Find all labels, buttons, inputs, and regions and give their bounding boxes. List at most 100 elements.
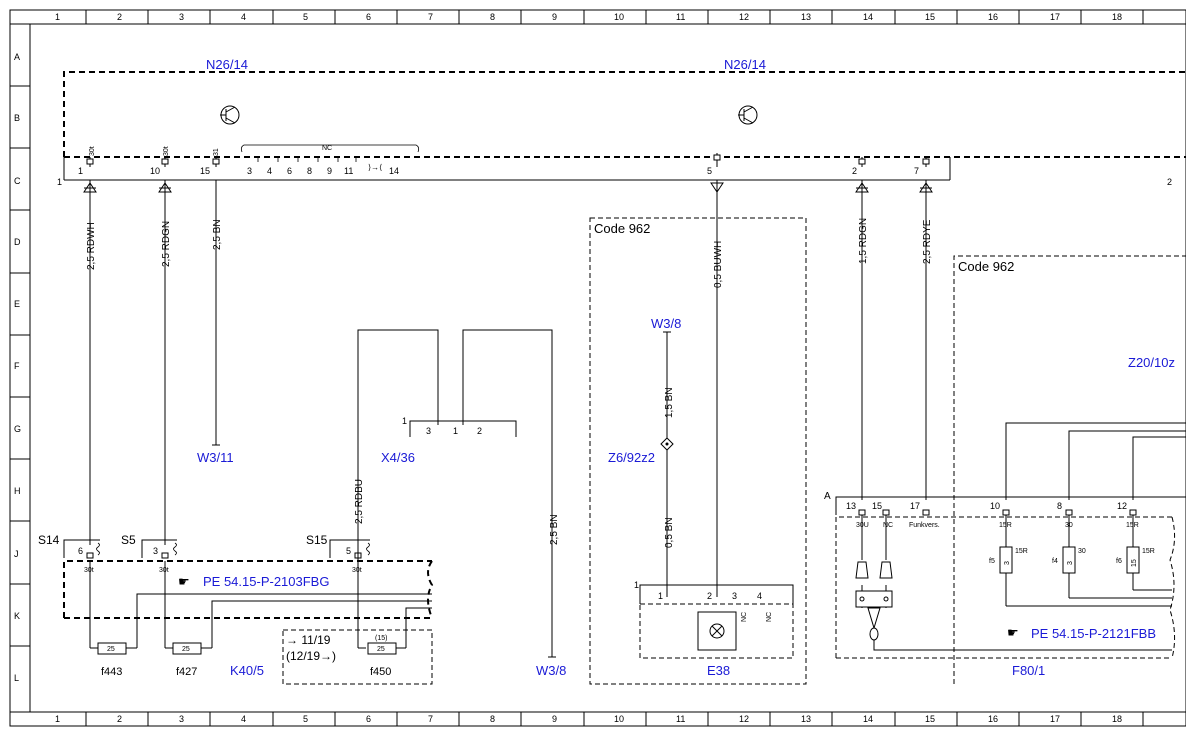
fuse-name: f4: [1052, 558, 1058, 565]
col-label: 12: [739, 12, 749, 22]
col-label: 17: [1050, 714, 1060, 724]
row-label: J: [14, 549, 19, 559]
pin-label: 13: [846, 501, 856, 511]
col-label: 4: [241, 714, 246, 724]
z20-label: Z20/10z: [1128, 355, 1175, 370]
col-label: 15: [925, 12, 935, 22]
fuse-code: 15: [1131, 559, 1138, 567]
s15-label: S15: [306, 533, 328, 547]
col-label: 13: [801, 12, 811, 22]
pin-label: 1: [634, 580, 639, 590]
code962-left-box: [589, 217, 807, 685]
x4-36-label: X4/36: [381, 450, 415, 465]
fuse-rating: 25: [107, 646, 115, 653]
col-label: 13: [801, 714, 811, 724]
pin-label: 6: [287, 166, 292, 176]
pin-label: 15: [872, 501, 882, 511]
row-label: C: [14, 176, 21, 186]
f443-label: f443: [101, 666, 122, 678]
fuse-icon: [999, 546, 1140, 574]
pin-label: 11: [344, 166, 353, 176]
pin-label: 1: [453, 426, 458, 436]
row-label: K: [14, 611, 20, 621]
nc-label: NC: [766, 612, 773, 622]
f80-box: [835, 516, 1172, 658]
col-label: 14: [863, 714, 873, 724]
pin-label: 17: [910, 501, 920, 511]
nc-bracket-label: NC: [322, 145, 332, 152]
s14-label: S14: [38, 533, 60, 547]
f80-label: F80/1: [1012, 663, 1045, 678]
pin-label: 3: [732, 591, 737, 601]
cross-ref-box: [282, 629, 433, 685]
pin-label: 15: [200, 166, 210, 176]
col-label: 5: [303, 12, 308, 22]
pin-label: 2: [852, 166, 857, 176]
pin-sub-label: NC: [883, 522, 893, 529]
col-label: 4: [241, 12, 246, 22]
col-label: 7: [428, 12, 433, 22]
wire-label: 2,5 RDYE: [922, 219, 933, 264]
pin-label: 1: [57, 177, 62, 187]
pin-sub-label: 30t: [159, 567, 169, 574]
pin-label: 3: [247, 166, 252, 176]
col-label: 10: [614, 714, 624, 724]
pin-sub-label: 15R: [999, 522, 1012, 529]
col-label: 9: [552, 714, 557, 724]
code962-right-box: [953, 255, 1186, 684]
svg-text:⟩→⟨: ⟩→⟨: [368, 163, 382, 172]
pin-label: 5: [346, 546, 351, 556]
row-label: B: [14, 113, 20, 123]
w3-8-top-label: W3/8: [651, 316, 681, 331]
fuse-name: f5: [989, 558, 995, 565]
pin-label: 2: [477, 426, 482, 436]
cross-ref-b: (12/19→): [286, 649, 336, 663]
pin-label: 2: [1167, 177, 1172, 187]
f427-label: f427: [176, 666, 197, 678]
pin-label: 4: [267, 166, 272, 176]
fuse-code: 3: [1067, 561, 1074, 565]
row-label: A: [14, 52, 20, 62]
col-label: 2: [117, 12, 122, 22]
col-label: 5: [303, 714, 308, 724]
fuse-value: 30: [1078, 548, 1086, 555]
z6-label: Z6/92z2: [608, 450, 655, 465]
pin-sub-label: 30t: [352, 567, 362, 574]
col-label: 18: [1112, 714, 1122, 724]
col-label: 1: [55, 12, 60, 22]
pin-label: 2: [707, 591, 712, 601]
code962-right-label: Code 962: [958, 259, 1014, 274]
row-label: E: [14, 299, 20, 309]
col-label: 17: [1050, 12, 1060, 22]
n26-left-label: N26/14: [206, 57, 248, 72]
nc-label: NC: [741, 612, 748, 622]
wire-label: 2,5 BN: [212, 219, 223, 250]
col-label: 8: [490, 714, 495, 724]
k40-box: [63, 560, 432, 618]
col-label: 3: [179, 12, 184, 22]
transistor-icon: [738, 105, 758, 125]
hand-pointer-icon: ☛: [178, 574, 190, 589]
relay-icon: [855, 561, 893, 641]
col-label: 1: [55, 714, 60, 724]
pin-sub-label: Funkvers.: [909, 522, 940, 529]
pin-sub-label: 30t: [163, 146, 170, 156]
col-label: 18: [1112, 12, 1122, 22]
transistor-icon: [220, 105, 240, 125]
wire-label: 1,5 RDGN: [858, 218, 869, 264]
col-label: 3: [179, 714, 184, 724]
pin-label: 10: [150, 166, 160, 176]
e38-box: [639, 603, 794, 659]
pin-label: 1: [658, 591, 663, 601]
n26-right-label: N26/14: [724, 57, 766, 72]
pe-left-label: PE 54.15-P-2103FBG: [203, 574, 329, 589]
fuse-rating: 25: [377, 646, 385, 653]
code962-left-label: Code 962: [594, 221, 650, 236]
col-label: 7: [428, 714, 433, 724]
n26-module-border: [63, 71, 1186, 157]
fuse-rating: 25: [182, 646, 190, 653]
col-label: 9: [552, 12, 557, 22]
fuse-code: 3: [1004, 561, 1011, 565]
row-label: D: [14, 237, 21, 247]
